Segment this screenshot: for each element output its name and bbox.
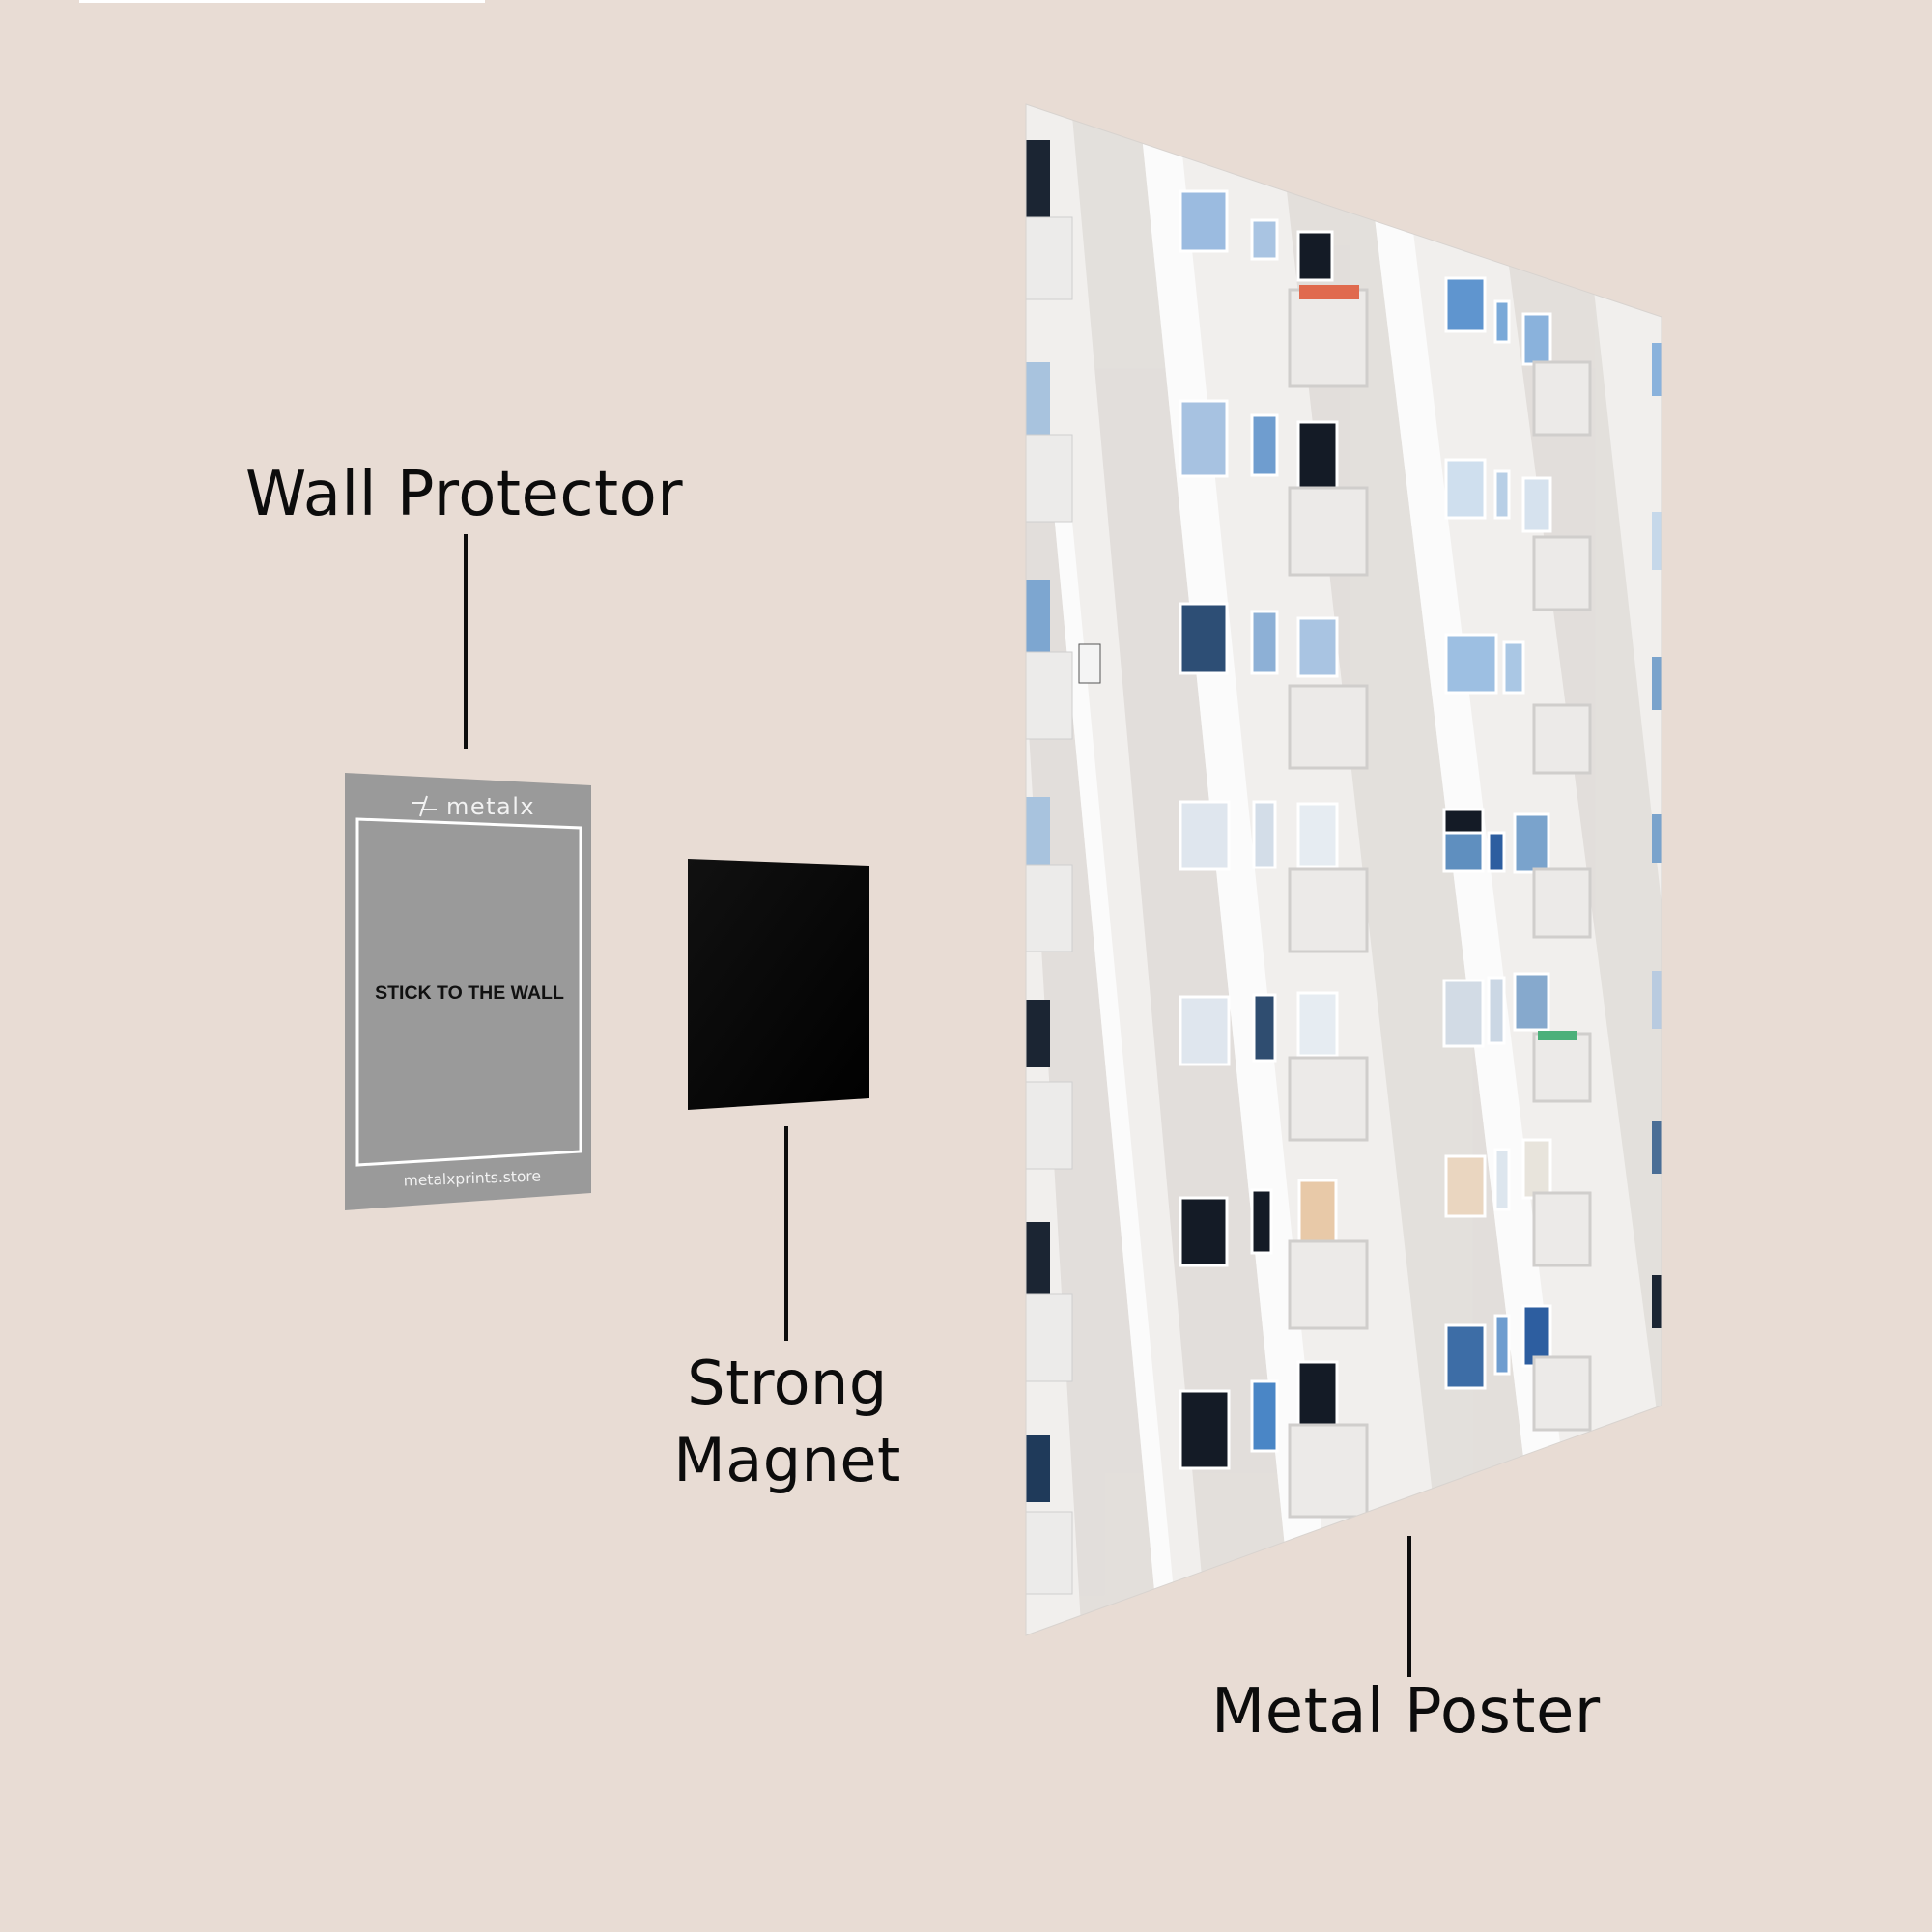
metal-poster-connector-line	[1407, 1536, 1411, 1677]
facade-column-middle	[1179, 189, 1369, 1519]
wall-protector-label: Wall Protector	[245, 459, 684, 530]
strong-magnet-label-line1: Strong	[687, 1348, 888, 1418]
wall-protector-connector-line	[464, 534, 468, 749]
facade-column-far-right	[1652, 343, 1662, 1328]
strong-magnet-label-line2: Magnet	[673, 1425, 901, 1495]
wall-protector: metalx STICK TO THE WALL metalxprints.st…	[345, 773, 591, 1210]
ac-unit	[1078, 643, 1101, 684]
strong-magnet-plate	[688, 859, 869, 1110]
top-edge-strip	[79, 0, 485, 3]
metal-poster-label: Metal Poster	[1211, 1676, 1601, 1747]
strong-magnet-label: Strong Magnet	[667, 1345, 908, 1499]
metalx-logo-icon	[412, 795, 437, 817]
wall-protector-frame	[355, 817, 582, 1167]
wall-protector-sheet	[345, 773, 591, 1210]
metal-poster-edge	[1025, 103, 1662, 1636]
facade-column-right	[1442, 276, 1592, 1432]
magnet-connector-line	[784, 1126, 788, 1341]
stick-to-wall-text: STICK TO THE WALL	[375, 982, 564, 1004]
metalx-brand-text: metalx	[446, 793, 535, 820]
facade-column-left	[1026, 140, 1073, 1595]
metal-poster-image	[1026, 104, 1662, 1635]
store-url-text: metalxprints.store	[403, 1168, 541, 1190]
